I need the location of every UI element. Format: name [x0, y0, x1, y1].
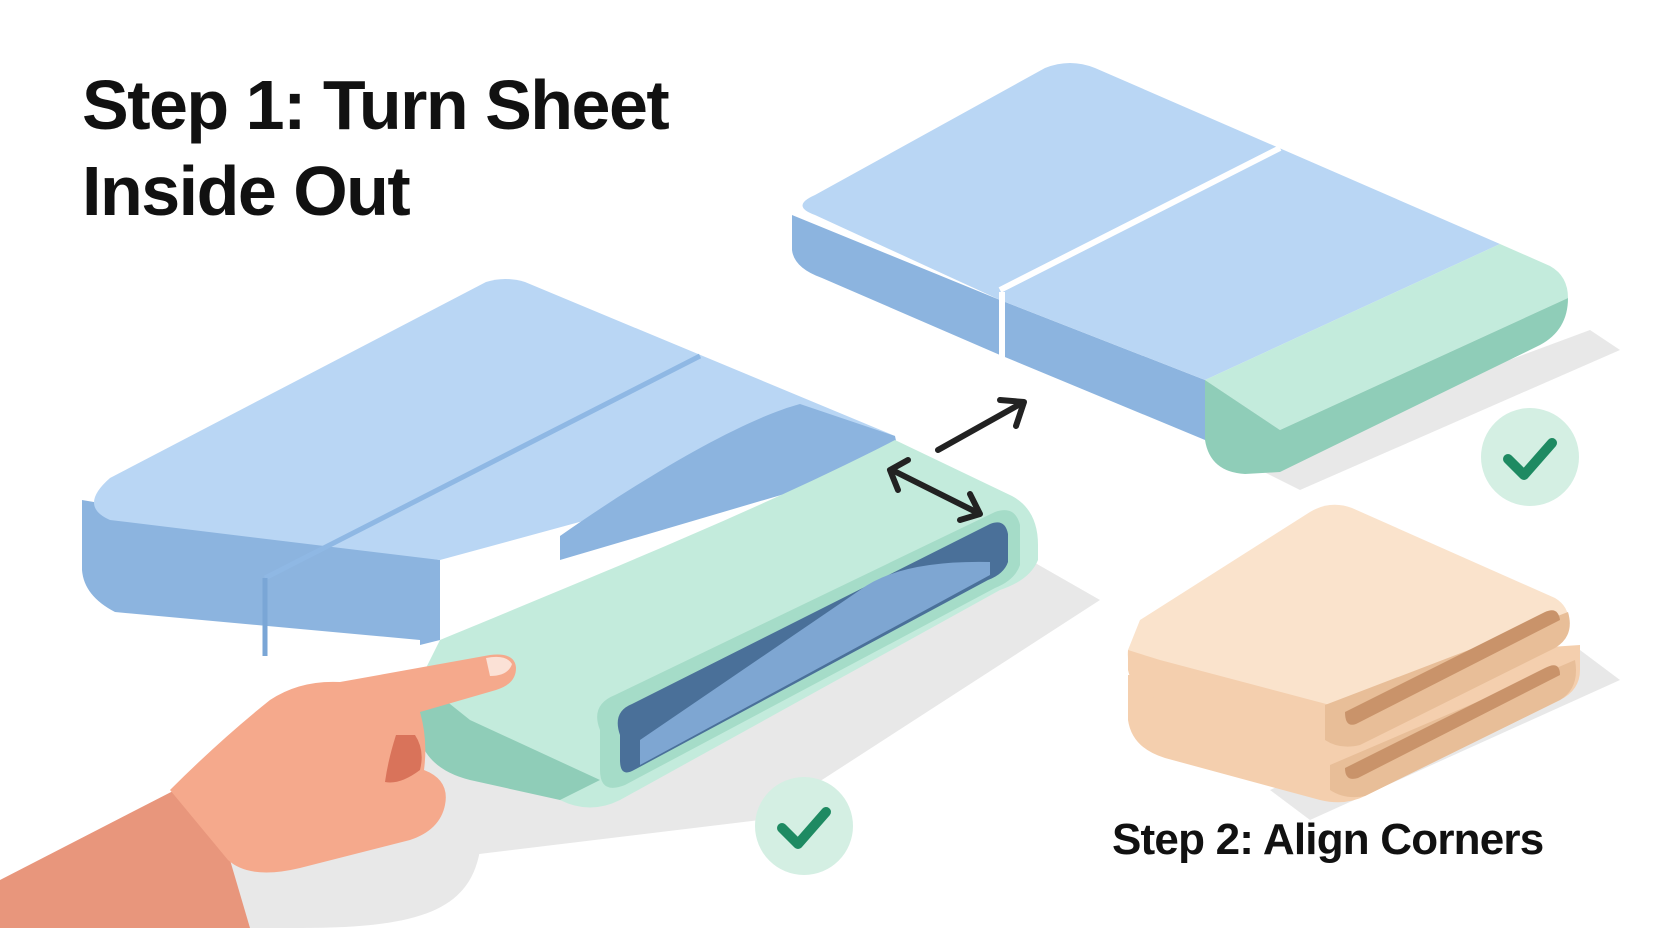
page-title: Step 1: Turn Sheet Inside Out	[82, 62, 782, 234]
double-arrow-icon	[887, 457, 983, 523]
checkmark-badge-bg	[1481, 408, 1579, 506]
title-line-2: Inside Out	[82, 152, 411, 230]
pointing-hand-icon	[0, 654, 516, 928]
checkmark-icon	[1503, 438, 1557, 480]
title-line-1: Step 1: Turn Sheet	[82, 66, 670, 144]
checkmark-badge-2	[1481, 408, 1579, 506]
arrow-icon	[935, 397, 1027, 453]
folded-sheet-stack	[1127, 504, 1580, 803]
checkmark-badge-bg	[755, 777, 853, 875]
large-fitted-sheet	[82, 279, 1039, 808]
checkmark-badge-1	[755, 777, 853, 875]
folded-sheet-top-right	[792, 63, 1568, 474]
step-2-caption: Step 2: Align Corners	[1112, 815, 1544, 864]
checkmark-icon	[777, 807, 831, 849]
